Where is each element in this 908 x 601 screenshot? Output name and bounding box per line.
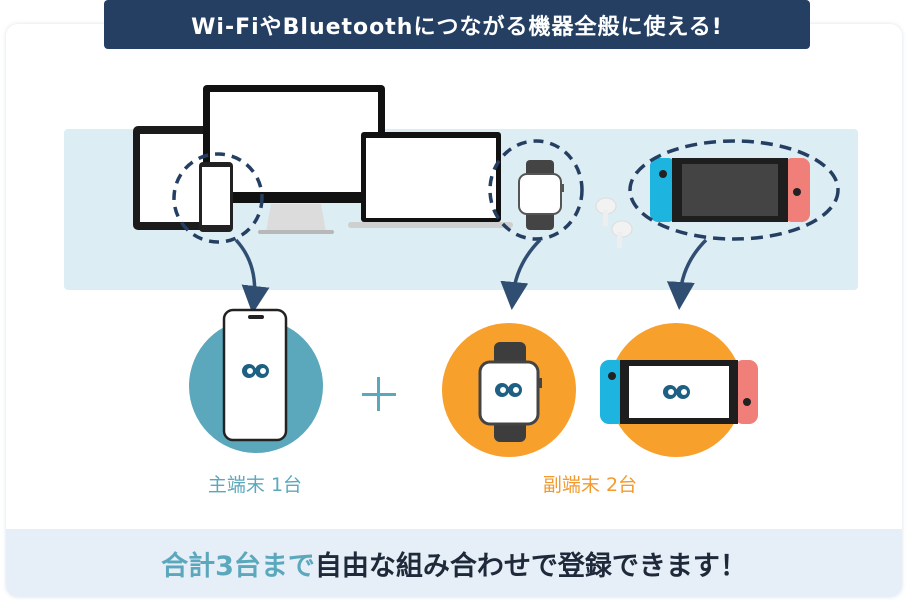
highlight-ring-phone <box>172 152 264 244</box>
sub-game-console-icon <box>600 360 758 424</box>
app-logo-icon <box>495 383 522 397</box>
arrow-to-watch <box>500 238 542 310</box>
content-card: 主端末 1台 副端末 2台 合計3台まで自由な組み合わせで登録できます！ <box>6 24 902 597</box>
main-device-label: 主端末 1台 <box>207 474 303 496</box>
footer-accent-text: 合計3台まで <box>161 550 315 582</box>
footer-text: 自由な組み合わせで登録できます！ <box>314 550 747 582</box>
main-smartphone-icon <box>222 308 288 442</box>
smartwatch-icon <box>518 160 564 230</box>
monitor-icon <box>203 85 385 234</box>
highlight-ring-console <box>628 139 840 241</box>
sub-device-label: 副端末 2台 <box>542 474 638 496</box>
plus-icon <box>362 377 396 411</box>
footer-banner: 合計3台まで自由な組み合わせで登録できます！ <box>6 529 902 597</box>
tablet-icon <box>133 126 211 230</box>
app-logo-icon <box>242 364 269 378</box>
header-title: Wi-FiやBluetoothにつながる機器全般に使える! <box>191 14 723 40</box>
earbuds-icon <box>595 197 633 248</box>
arrow-to-console <box>666 238 708 310</box>
highlight-ring-watch <box>488 139 584 241</box>
devices-illustration <box>133 85 840 457</box>
game-console-icon <box>650 158 810 222</box>
app-logo-icon <box>663 385 690 399</box>
header-banner: Wi-FiやBluetoothにつながる機器全般に使える! <box>104 0 810 49</box>
arrow-to-main <box>234 238 270 314</box>
smartphone-icon <box>199 162 233 232</box>
laptop-icon <box>348 132 513 228</box>
